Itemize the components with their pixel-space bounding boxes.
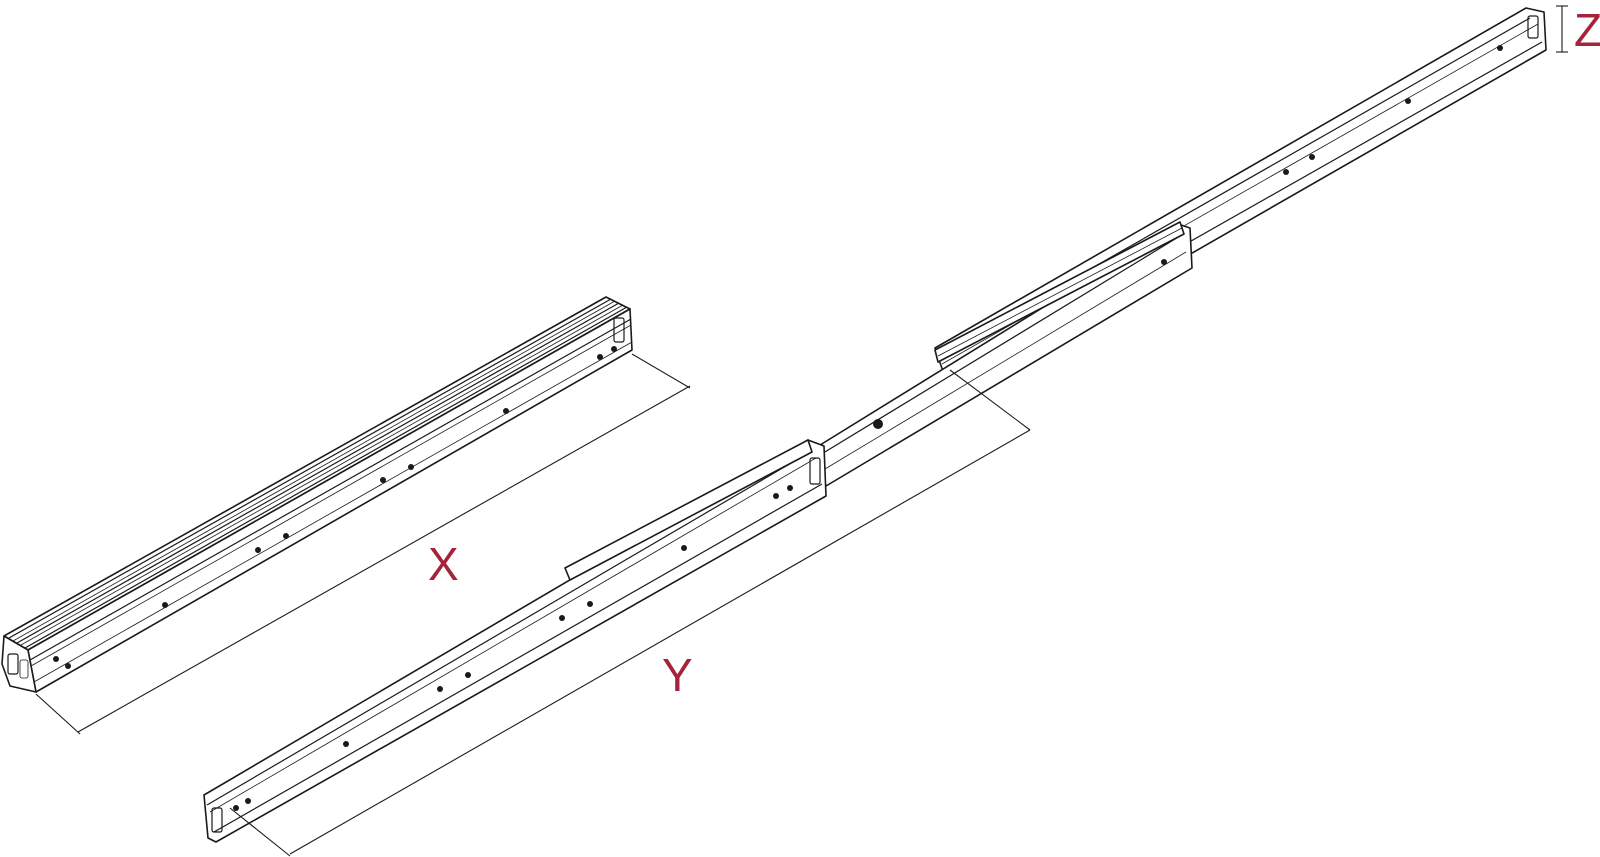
extended-slide-holes	[233, 45, 1503, 811]
extended-slide	[203, 7, 1547, 843]
label-y: Y	[662, 649, 693, 701]
outer-member-lip	[564, 439, 813, 581]
label-x: X	[428, 538, 459, 590]
dimension-y	[229, 369, 1031, 857]
dimension-x	[35, 353, 691, 735]
closed-slide-holes	[53, 346, 617, 669]
closed-slide	[1, 296, 633, 693]
dimension-z	[1556, 5, 1568, 53]
label-z: Z	[1574, 4, 1600, 56]
